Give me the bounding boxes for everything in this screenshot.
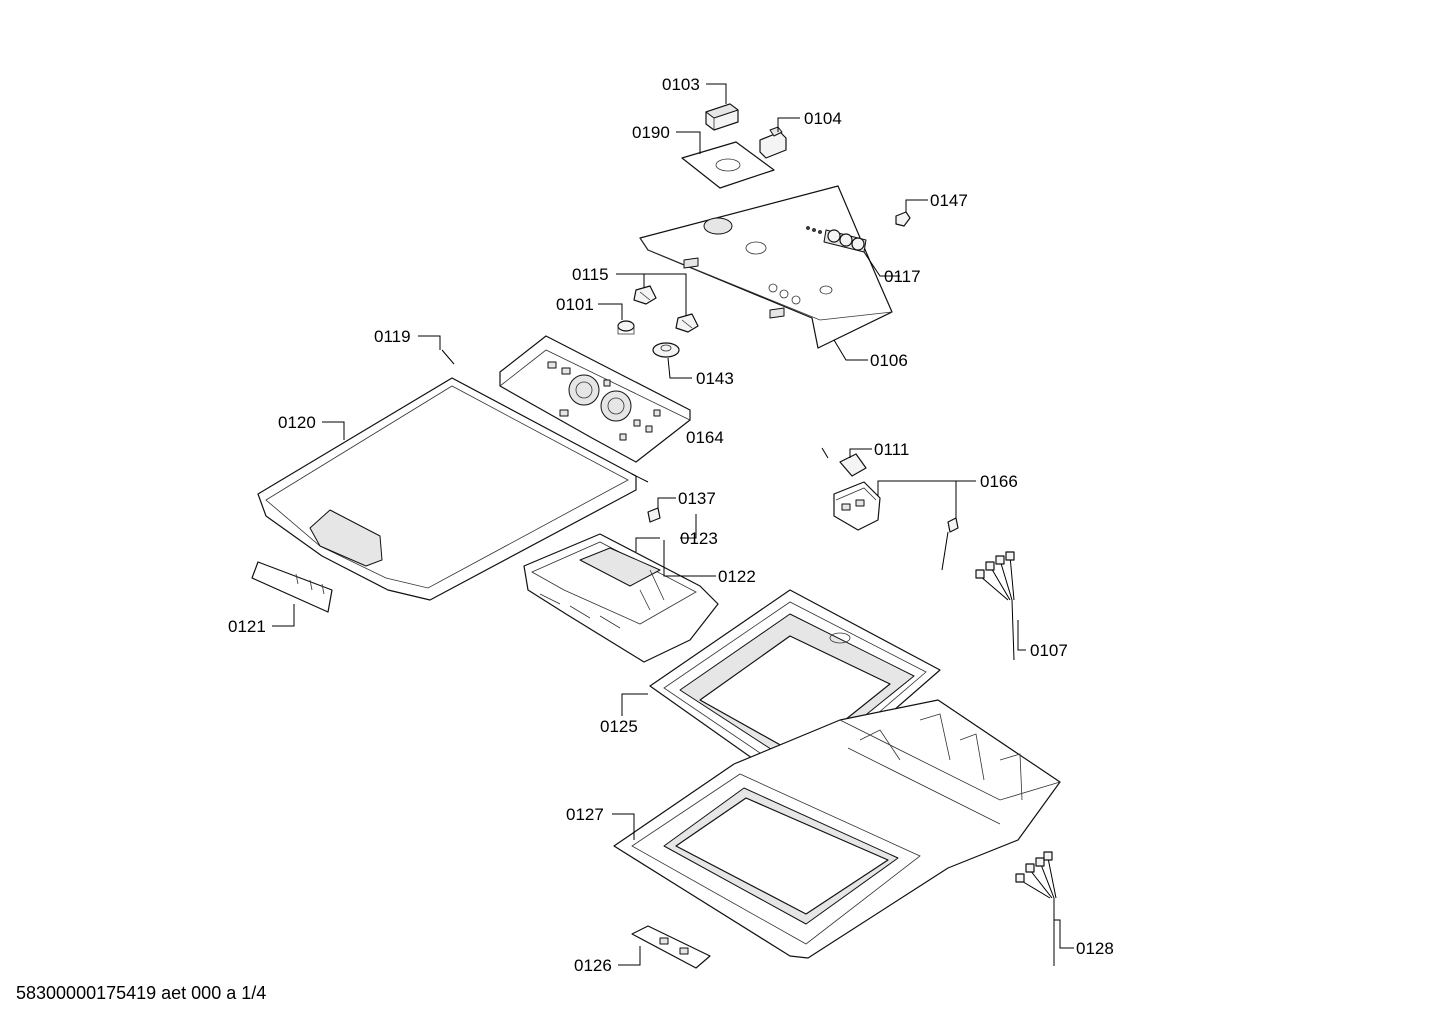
part-0147-button <box>895 211 911 227</box>
part-0128-harness <box>1015 851 1057 966</box>
part-0137-clip <box>647 507 661 523</box>
label-0126: 0126 <box>574 956 612 975</box>
label-0143: 0143 <box>696 369 734 388</box>
label-0147: 0147 <box>930 191 968 210</box>
label-0125: 0125 <box>600 717 638 736</box>
label-0166: 0166 <box>980 472 1018 491</box>
label-0115: 0115 <box>572 265 609 284</box>
label-0121: 0121 <box>228 617 266 636</box>
part-0143-disc <box>652 342 680 358</box>
label-0107: 0107 <box>1030 641 1068 660</box>
part-0125-tub-frame <box>649 589 941 793</box>
label-0127: 0127 <box>566 805 604 824</box>
part-0115-clip-b <box>675 313 699 333</box>
leader-lines <box>272 83 1074 966</box>
part-0103-knob <box>705 103 739 131</box>
label-0101: 0101 <box>556 295 594 314</box>
label-0119: 0119 <box>374 327 411 346</box>
label-0123: 0123 <box>680 529 718 548</box>
label-0122: 0122 <box>718 567 756 586</box>
part-0164-electronic-module <box>499 335 691 463</box>
part-0120-lid <box>257 377 637 601</box>
label-0117: 0117 <box>884 267 921 286</box>
part-0104-knob <box>759 126 787 159</box>
part-0119-pin <box>441 349 455 365</box>
label-0106: 0106 <box>870 351 908 370</box>
part-0166-unit <box>833 481 959 571</box>
label-0120: 0120 <box>278 413 316 432</box>
label-0190: 0190 <box>632 123 670 142</box>
label-0103: 0103 <box>662 75 700 94</box>
label-0137: 0137 <box>678 489 716 508</box>
part-0127-housing <box>613 699 1061 959</box>
part-0107-harness <box>975 551 1015 661</box>
part-0111-lock <box>821 447 867 477</box>
label-0164: 0164 <box>686 428 724 447</box>
part-0122-dispenser <box>523 533 719 663</box>
part-labels: 0103 0104 0190 0147 0117 0115 0101 0106 … <box>228 75 1114 975</box>
part-0106-control-panel <box>639 185 893 349</box>
drawing-number-footer: 58300000175419 aet 000 a 1/4 <box>16 983 266 1003</box>
part-0126-bracket <box>631 925 711 969</box>
part-0190-foil <box>681 141 775 189</box>
label-0111: 0111 <box>874 440 909 459</box>
part-0115-clip-a <box>633 285 657 305</box>
part-0101-bearing <box>617 320 635 335</box>
label-0104: 0104 <box>804 109 842 128</box>
label-0128: 0128 <box>1076 939 1114 958</box>
part-0121-handle <box>251 561 333 613</box>
part-small-pin <box>631 473 649 483</box>
